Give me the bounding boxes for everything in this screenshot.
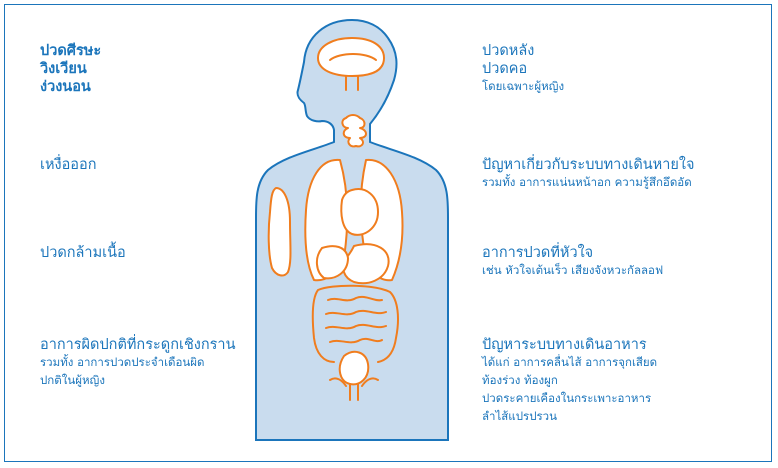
digestion-symptom-detail-3: ปวดระคายเคืองในกระเพาะอาหาร [482, 390, 657, 408]
arm-muscle-organ [269, 188, 291, 275]
back-symptoms-group: ปวดหลัง ปวดคอ โดยเฉพาะผู้หญิง [482, 42, 564, 96]
digestion-symptom-title: ปัญหาระบบทางเดินอาหาร [482, 336, 657, 354]
head-symptoms-group: ปวดศีรษะ วิงเวียน ง่วงนอน [40, 42, 101, 96]
pelvis-symptom-detail-2: ปกติในผู้หญิง [40, 372, 235, 390]
muscle-symptom: ปวดกล้ามเนื้อ [40, 244, 126, 262]
pelvis-symptom-title: อาการผิดปกติที่กระดูกเชิงกราน [40, 336, 235, 354]
head-symptom-1: ปวดศีรษะ [40, 42, 101, 60]
heart-organ [341, 189, 378, 235]
muscle-symptom-group: ปวดกล้ามเนื้อ [40, 244, 126, 262]
heart-symptom-detail-1: เช่น หัวใจเต้นเร็ว เสียงจังหวะกัลลอฟ [482, 262, 663, 280]
sweat-symptom-group: เหงื่อออก [40, 156, 97, 174]
breathing-symptom-detail-1: รวมทั้ง อาการแน่นหน้าอก ความรู้สึกอึดอัด [482, 174, 694, 192]
heart-symptom-title: อาการปวดที่หัวใจ [482, 244, 663, 262]
digestion-symptom-detail-1: ได้แก่ อาการคลื่นไส้ อาการจุกเสียด [482, 354, 657, 372]
sweat-symptom: เหงื่อออก [40, 156, 97, 174]
breathing-symptom-group: ปัญหาเกี่ยวกับระบบทางเดินหายใจ รวมทั้ง อ… [482, 156, 694, 192]
digestion-symptom-detail-2: ท้องร่วง ท้องผูก [482, 372, 657, 390]
bladder-organ [340, 352, 369, 384]
head-symptom-3: ง่วงนอน [40, 78, 101, 96]
back-symptom-note: โดยเฉพาะผู้หญิง [482, 78, 564, 96]
head-symptom-2: วิงเวียน [40, 60, 101, 78]
digestion-symptom-detail-4: ลำไส้แปรปรวน [482, 408, 657, 426]
breathing-symptom-title: ปัญหาเกี่ยวกับระบบทางเดินหายใจ [482, 156, 694, 174]
back-symptom-1: ปวดหลัง [482, 42, 564, 60]
brain-organ [318, 38, 384, 76]
back-symptom-2: ปวดคอ [482, 60, 564, 78]
pelvis-symptom-detail-1: รวมทั้ง อาการปวดประจำเดือนผิด [40, 354, 235, 372]
digestion-symptom-group: ปัญหาระบบทางเดินอาหาร ได้แก่ อาการคลื่นไ… [482, 336, 657, 425]
pelvis-symptom-group: อาการผิดปกติที่กระดูกเชิงกราน รวมทั้ง อา… [40, 336, 235, 390]
heart-symptom-group: อาการปวดที่หัวใจ เช่น หัวใจเต้นเร็ว เสีย… [482, 244, 663, 280]
